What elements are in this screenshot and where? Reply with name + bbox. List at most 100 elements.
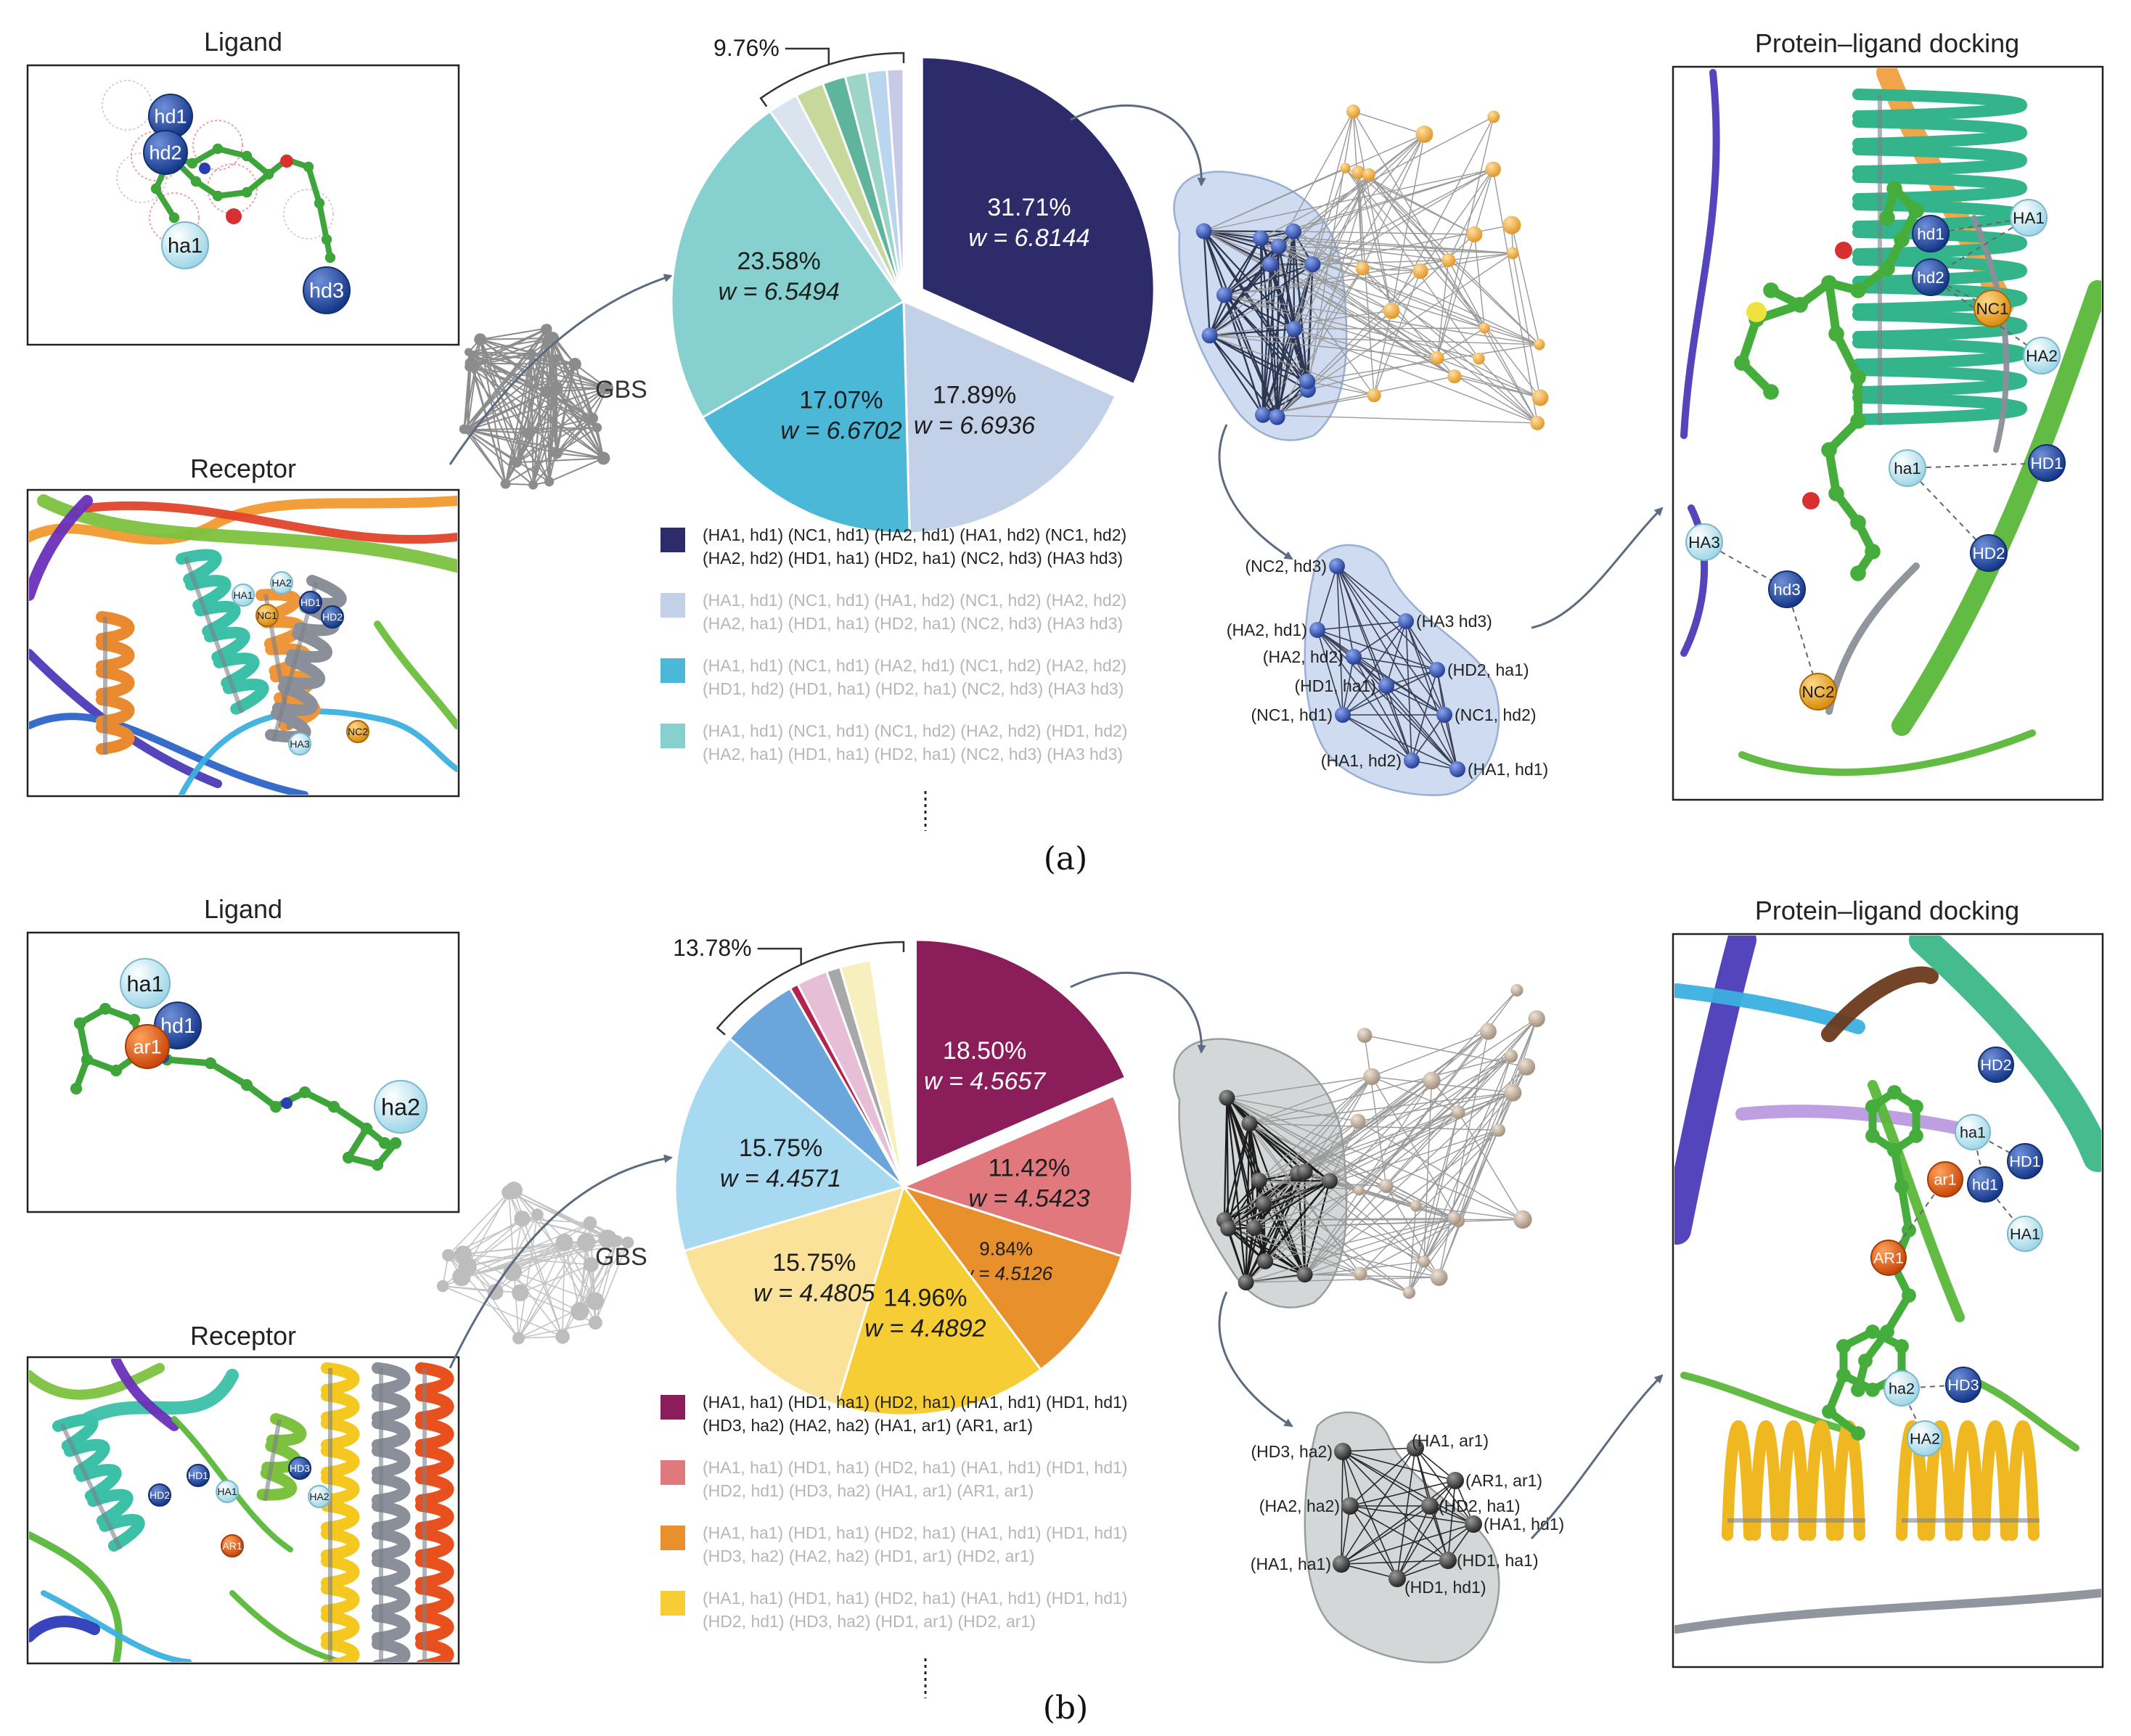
receptor-atom-icon <box>221 1534 244 1557</box>
product-graph-edge <box>1352 111 1363 269</box>
helix-core <box>60 1423 123 1550</box>
graph-node <box>576 1233 596 1252</box>
docking-atom-icon <box>1912 258 1950 296</box>
docking-atom-label: NC2 <box>1801 683 1834 701</box>
product-graph-nodes <box>1195 105 1549 430</box>
product-graph-edge <box>1364 1035 1387 1187</box>
ligand-atom <box>1792 297 1808 313</box>
product-graph-edge <box>1307 111 1354 390</box>
product-graph-edge <box>1227 1076 1373 1229</box>
product-graph-edge <box>1391 116 1494 311</box>
product-graph-edge <box>1209 134 1425 336</box>
pie-slice <box>914 938 1127 1171</box>
product-graph-edge <box>1457 1055 1512 1221</box>
graph-node <box>555 1233 573 1251</box>
product-graph-node <box>1518 1057 1536 1076</box>
clique-node-label: (HA2, ha2) <box>1259 1497 1340 1515</box>
sulfur-atom <box>1746 302 1767 322</box>
product-graph-node <box>1285 223 1301 239</box>
clique-edge <box>1336 565 1407 622</box>
ligand-atom-ha1-label: ha1 <box>168 234 203 258</box>
clique-edge <box>1317 565 1338 631</box>
graph-edges <box>463 327 608 486</box>
clique-edge <box>1444 714 1458 770</box>
legend-text: (HA1, hd1) (NC1, hd1) (HA1, hd2) (NC1, h… <box>703 591 1126 610</box>
product-graph-edge <box>1423 1080 1433 1262</box>
receptor-atom-label: HD3 <box>290 1462 310 1474</box>
graph-to-clique-arrow <box>1218 424 1293 560</box>
product-graph-edge <box>1264 1076 1373 1262</box>
product-graph-edge <box>1262 376 1455 416</box>
ligand-atom <box>1822 1404 1836 1419</box>
clique-node-label: (NC1, hd1) <box>1251 705 1333 724</box>
product-graph-node <box>1357 1028 1373 1043</box>
product-graph-edge <box>1478 358 1538 424</box>
ligand-atom <box>1821 442 1837 458</box>
ligand-title: Ligand <box>204 894 282 924</box>
docking-atom-label: HD2 <box>1972 544 2005 562</box>
product-graph-edge <box>1209 335 1539 345</box>
graph-edge <box>461 1242 629 1278</box>
graph-edge <box>505 452 557 485</box>
product-graph-edge <box>1362 134 1426 269</box>
product-graph-edge <box>1357 172 1375 396</box>
graph-edge <box>518 1335 563 1339</box>
legend-text: (HA1, hd1) (NC1, hd1) (HA2, hd1) (NC1, h… <box>703 656 1126 675</box>
clique-edge <box>1317 629 1438 671</box>
clique-edge <box>1342 1451 1351 1507</box>
clique-node <box>1439 1552 1457 1569</box>
product-graph-edge <box>1248 1123 1256 1228</box>
graph-node <box>621 1236 634 1249</box>
receptor-atom-label: AR1 <box>222 1540 242 1552</box>
product-graph-edge <box>1253 1219 1523 1229</box>
graph-edge <box>556 387 605 459</box>
graph-edge <box>516 387 608 463</box>
protein-ribbon <box>1821 966 1939 1042</box>
product-graph-node <box>1383 302 1400 319</box>
product-graph-edge <box>1246 1277 1439 1283</box>
receptor-atom-label: HA2 <box>309 1491 329 1502</box>
product-graph-edge <box>1203 230 1313 266</box>
pharmacophore-mesh <box>283 189 334 239</box>
slice-weight-label: w = 6.5494 <box>718 278 839 306</box>
oxygen-atom <box>280 155 293 168</box>
helix-core <box>183 556 245 714</box>
protein-ribbon <box>81 1369 239 1425</box>
product-graph-edge <box>1278 245 1513 254</box>
legend-text: (HD3, ha2) (HA2, ha2) (HA1, ar1) (AR1, a… <box>703 1416 1033 1435</box>
protein-ribbon <box>111 1359 179 1431</box>
graph-node <box>598 1229 617 1249</box>
graph-edge <box>467 427 597 431</box>
docking-atom-label: HD3 <box>1947 1376 1979 1394</box>
clique-edge <box>1386 621 1407 687</box>
clique-node <box>1449 761 1465 777</box>
graph-edge <box>531 353 534 486</box>
ligand-atom <box>204 1057 217 1070</box>
product-graph-node <box>1504 1049 1518 1063</box>
clique-node <box>1398 613 1414 629</box>
graph-edge <box>470 363 507 484</box>
receptor-atom-icon <box>255 604 279 627</box>
gbs-graph: GBS <box>449 274 673 490</box>
product-graph-edge <box>1203 230 1308 382</box>
product-graph-node <box>1451 1105 1465 1119</box>
product-graph-edge <box>1226 1097 1230 1229</box>
clique-node-label: (HA1, ha1) <box>1251 1555 1331 1573</box>
product-graph-edge <box>1278 134 1425 247</box>
small-group-pct-label: 13.78% <box>673 935 752 961</box>
product-graph-edge <box>1293 329 1309 382</box>
product-graph-edge <box>1262 414 1538 424</box>
product-graph-edge <box>1436 357 1541 398</box>
graph-node <box>526 348 536 359</box>
product-graph-edge <box>1344 168 1480 359</box>
clique-edge <box>1342 1447 1416 1452</box>
product-graph-edge <box>1264 1217 1455 1262</box>
product-graph-edge <box>1454 1018 1537 1219</box>
clique-node <box>1388 1570 1406 1587</box>
graph-edge <box>579 1240 618 1312</box>
graph-edge <box>547 391 593 419</box>
product-graph-edge <box>1276 268 1363 418</box>
product-graph-edges <box>1203 110 1541 424</box>
